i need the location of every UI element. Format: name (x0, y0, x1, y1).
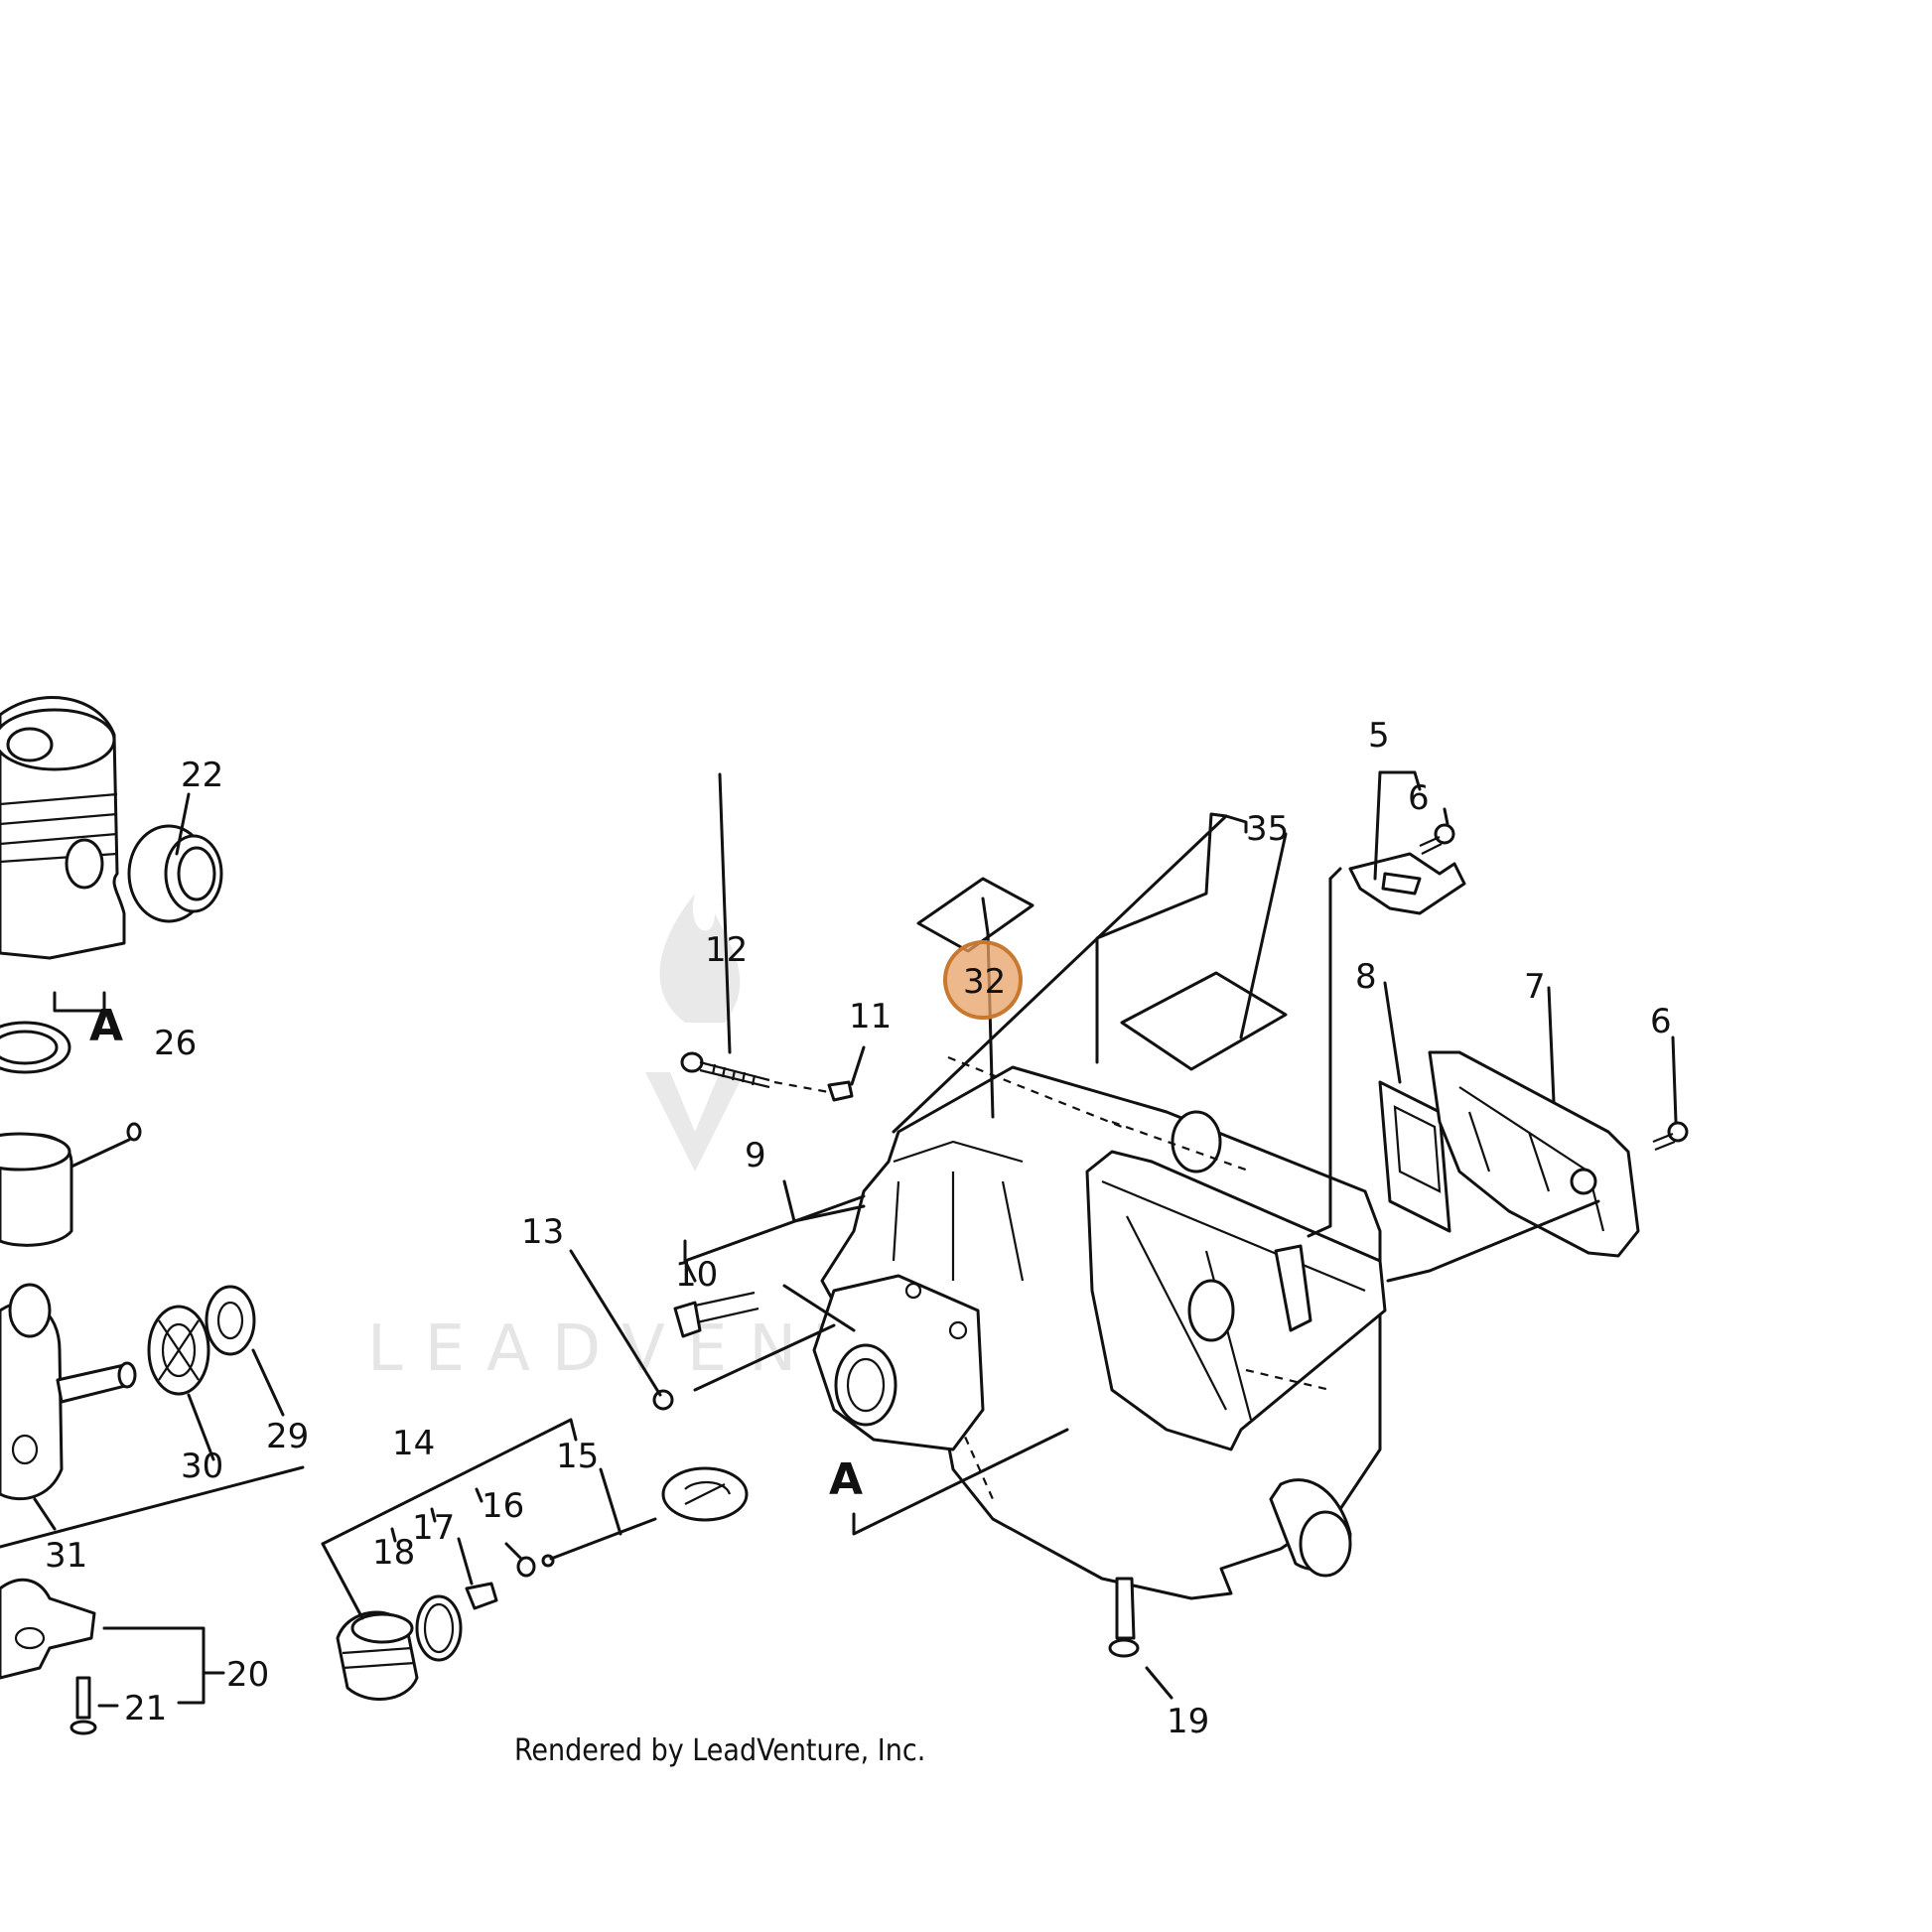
callout-35[interactable]: 35 (1246, 809, 1289, 849)
callout-20[interactable]: 20 (226, 1655, 269, 1695)
callout-29[interactable]: 29 (266, 1417, 309, 1456)
callout-14[interactable]: 14 (392, 1424, 435, 1463)
screw-16-part (516, 1556, 536, 1578)
screw-6a-part (1419, 823, 1455, 855)
screw-6b-part (1652, 1121, 1689, 1152)
callout-12[interactable]: 12 (705, 930, 748, 970)
callout-A-left[interactable]: A (89, 1001, 123, 1051)
callout-11[interactable]: 11 (849, 997, 892, 1036)
reed-valve-8-part (1378, 1080, 1451, 1233)
callout-7[interactable]: 7 (1524, 967, 1546, 1007)
carb-adapter-part (812, 1274, 985, 1451)
bolt-10-part (673, 1291, 759, 1338)
oil-cap-part (336, 1610, 419, 1701)
decal-35-part (1120, 971, 1288, 1071)
callout-21[interactable]: 21 (124, 1689, 167, 1728)
callout-15[interactable]: 15 (556, 1437, 599, 1476)
callout-8[interactable]: 8 (1355, 957, 1377, 997)
callout-18[interactable]: 18 (372, 1533, 415, 1573)
callout-32[interactable]: 32 (963, 962, 1006, 1002)
callout-13[interactable]: 13 (521, 1212, 564, 1252)
callout-9[interactable]: 9 (745, 1136, 766, 1175)
callout-26[interactable]: 26 (154, 1024, 197, 1063)
gasket-part (0, 1021, 71, 1074)
callout-A-center[interactable]: A (829, 1454, 863, 1505)
crankcase-lower-part (0, 1578, 96, 1680)
callout-5[interactable]: 5 (1368, 716, 1390, 756)
callout-10[interactable]: 10 (675, 1255, 718, 1295)
intake-boot-part (127, 824, 223, 923)
watermark-logo (645, 894, 745, 1172)
screw-21-part (69, 1676, 97, 1735)
seal-part (205, 1285, 256, 1356)
crankshaft-part (0, 1283, 137, 1501)
o-ring-part (415, 1594, 463, 1662)
dowel-11-part (773, 1080, 854, 1102)
leader-lines (569, 770, 1678, 1700)
callout-16[interactable]: 16 (482, 1486, 524, 1526)
callout-19[interactable]: 19 (1167, 1702, 1209, 1741)
cylinder-part (0, 696, 126, 1013)
bolt-12-part (680, 1051, 770, 1089)
highlight-marker (943, 940, 1023, 1020)
callout-17[interactable]: 17 (412, 1508, 455, 1548)
piston-part (0, 1122, 142, 1247)
callout-22[interactable]: 22 (181, 756, 223, 795)
callout-31[interactable]: 31 (45, 1536, 87, 1576)
plug-13-part (652, 1389, 674, 1411)
crankcase-housing-part (820, 1055, 1387, 1600)
cover-7-part (1428, 1050, 1640, 1258)
callout-6-top[interactable]: 6 (1408, 778, 1430, 818)
callout-labels: 5 6 35 32 12 11 8 7 6 9 13 10 22 26 29 3… (45, 716, 1672, 1741)
callout-30[interactable]: 30 (181, 1447, 223, 1486)
bearing-part (147, 1305, 210, 1396)
screw-19-part (1108, 1577, 1140, 1658)
fuel-filter-hose-part (541, 1466, 749, 1568)
filter-17-part (465, 1582, 498, 1610)
bracket-5-part (1348, 852, 1466, 915)
decal-32-part (916, 877, 1035, 953)
callout-6-right[interactable]: 6 (1650, 1002, 1672, 1041)
render-credit: Rendered by LeadVenture, Inc. (514, 1733, 925, 1768)
